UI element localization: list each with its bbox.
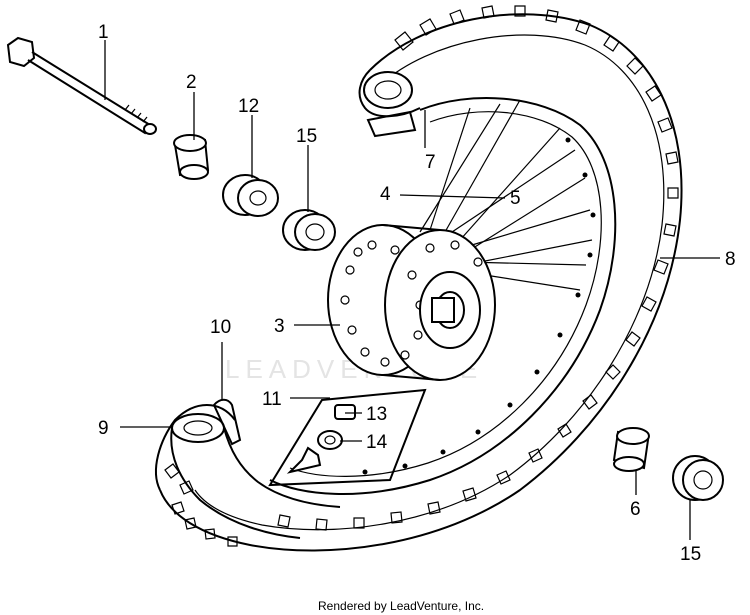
callout-15-lower: 15: [680, 544, 701, 565]
bearing-upper: [282, 209, 336, 251]
callout-4: 4: [380, 184, 391, 205]
callout-numbers: 1 2 12 15 7 4 5 8 3 10 11 13 9 14 6 15: [98, 22, 736, 565]
callout-13: 13: [366, 404, 387, 425]
callout-2: 2: [186, 72, 197, 93]
axle: [6, 36, 157, 135]
credit-text: Rendered by LeadVenture, Inc.: [318, 599, 484, 613]
valve-kit: [268, 388, 427, 487]
callout-9: 9: [98, 418, 109, 439]
tire: [155, 5, 683, 552]
callout-10: 10: [210, 317, 231, 338]
collar: [173, 134, 210, 180]
tube-section-top: [363, 71, 417, 138]
callout-5: 5: [510, 188, 521, 209]
distance-collar: [612, 427, 650, 472]
callout-7: 7: [425, 152, 436, 173]
dust-seal: [222, 174, 279, 217]
rim-band: [212, 398, 242, 446]
inner-tube: [170, 413, 341, 539]
hub: [327, 224, 496, 381]
callout-8: 8: [725, 249, 736, 270]
spokes: [419, 99, 593, 291]
callout-12: 12: [238, 96, 259, 117]
leader-lines: [104, 40, 720, 540]
callout-14: 14: [366, 432, 388, 453]
bearing-lower: [672, 455, 724, 501]
callout-6: 6: [630, 499, 641, 520]
rim: [269, 97, 617, 495]
callout-15-upper: 15: [296, 126, 317, 147]
callout-3: 3: [274, 316, 285, 337]
callout-1: 1: [98, 22, 109, 43]
callout-11: 11: [262, 389, 282, 410]
